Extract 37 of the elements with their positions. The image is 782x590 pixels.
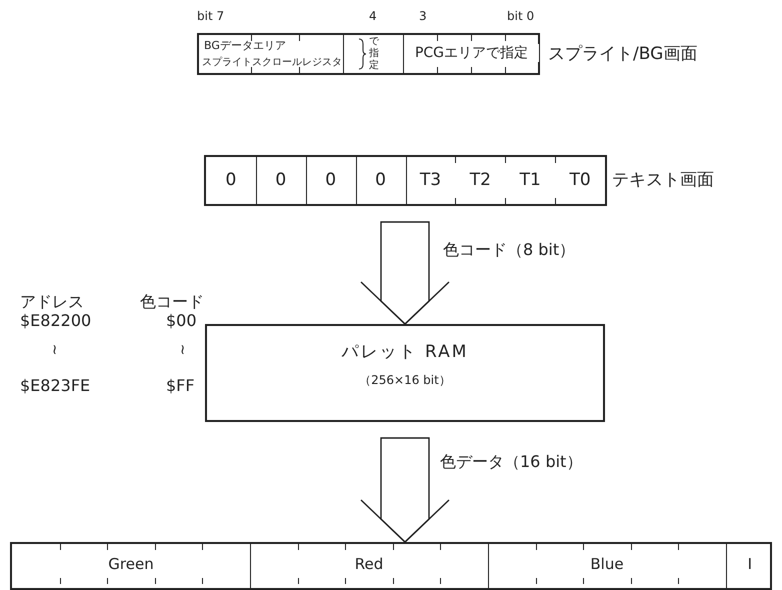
box-text: （256×16 bit） [358, 372, 452, 389]
cell-text: で指定 [369, 36, 380, 72]
cell-text: 0 [224, 170, 238, 190]
cell-text: T3 [418, 170, 442, 190]
register-box [10, 542, 772, 590]
bit-label: 4 [369, 9, 377, 23]
bit-label: bit 7 [197, 9, 224, 23]
screen-label: テキスト画面 [612, 169, 714, 191]
table-cell: $E82200 [20, 311, 92, 330]
cell-text: T2 [468, 170, 492, 190]
bit-label: 3 [419, 9, 427, 23]
cell-text: T1 [518, 170, 542, 190]
cell-text: T0 [568, 170, 592, 190]
table-cell: $FF [166, 376, 195, 395]
register-box [197, 33, 540, 75]
table-cell: $E823FE [20, 376, 90, 395]
field-label: Red [354, 555, 384, 573]
table-cell: アドレス [20, 292, 84, 313]
cell-text: 0 [274, 170, 288, 190]
field-label: Green [107, 555, 155, 573]
box-text: パレット RAM [340, 341, 470, 363]
memory-box [205, 324, 605, 422]
cell-text: 0 [324, 170, 338, 190]
hollow-arrow [360, 437, 450, 543]
table-cell: 色コード [140, 292, 204, 313]
table-cell: ≀ [52, 342, 58, 358]
table-cell: ≀ [180, 342, 186, 358]
table-cell: $00 [166, 311, 197, 330]
register-box [204, 155, 607, 206]
cell-text: スプライトスクロールレジスタ [202, 56, 342, 69]
cell-text: BGデータエリア [204, 38, 286, 53]
bit-label: bit 0 [507, 9, 534, 23]
field-label: I [746, 555, 754, 573]
cell-text: 0 [374, 170, 387, 190]
hollow-arrow [360, 221, 450, 325]
screen-label: スプライト/BG画面 [548, 43, 698, 65]
field-label: Blue [589, 555, 625, 573]
